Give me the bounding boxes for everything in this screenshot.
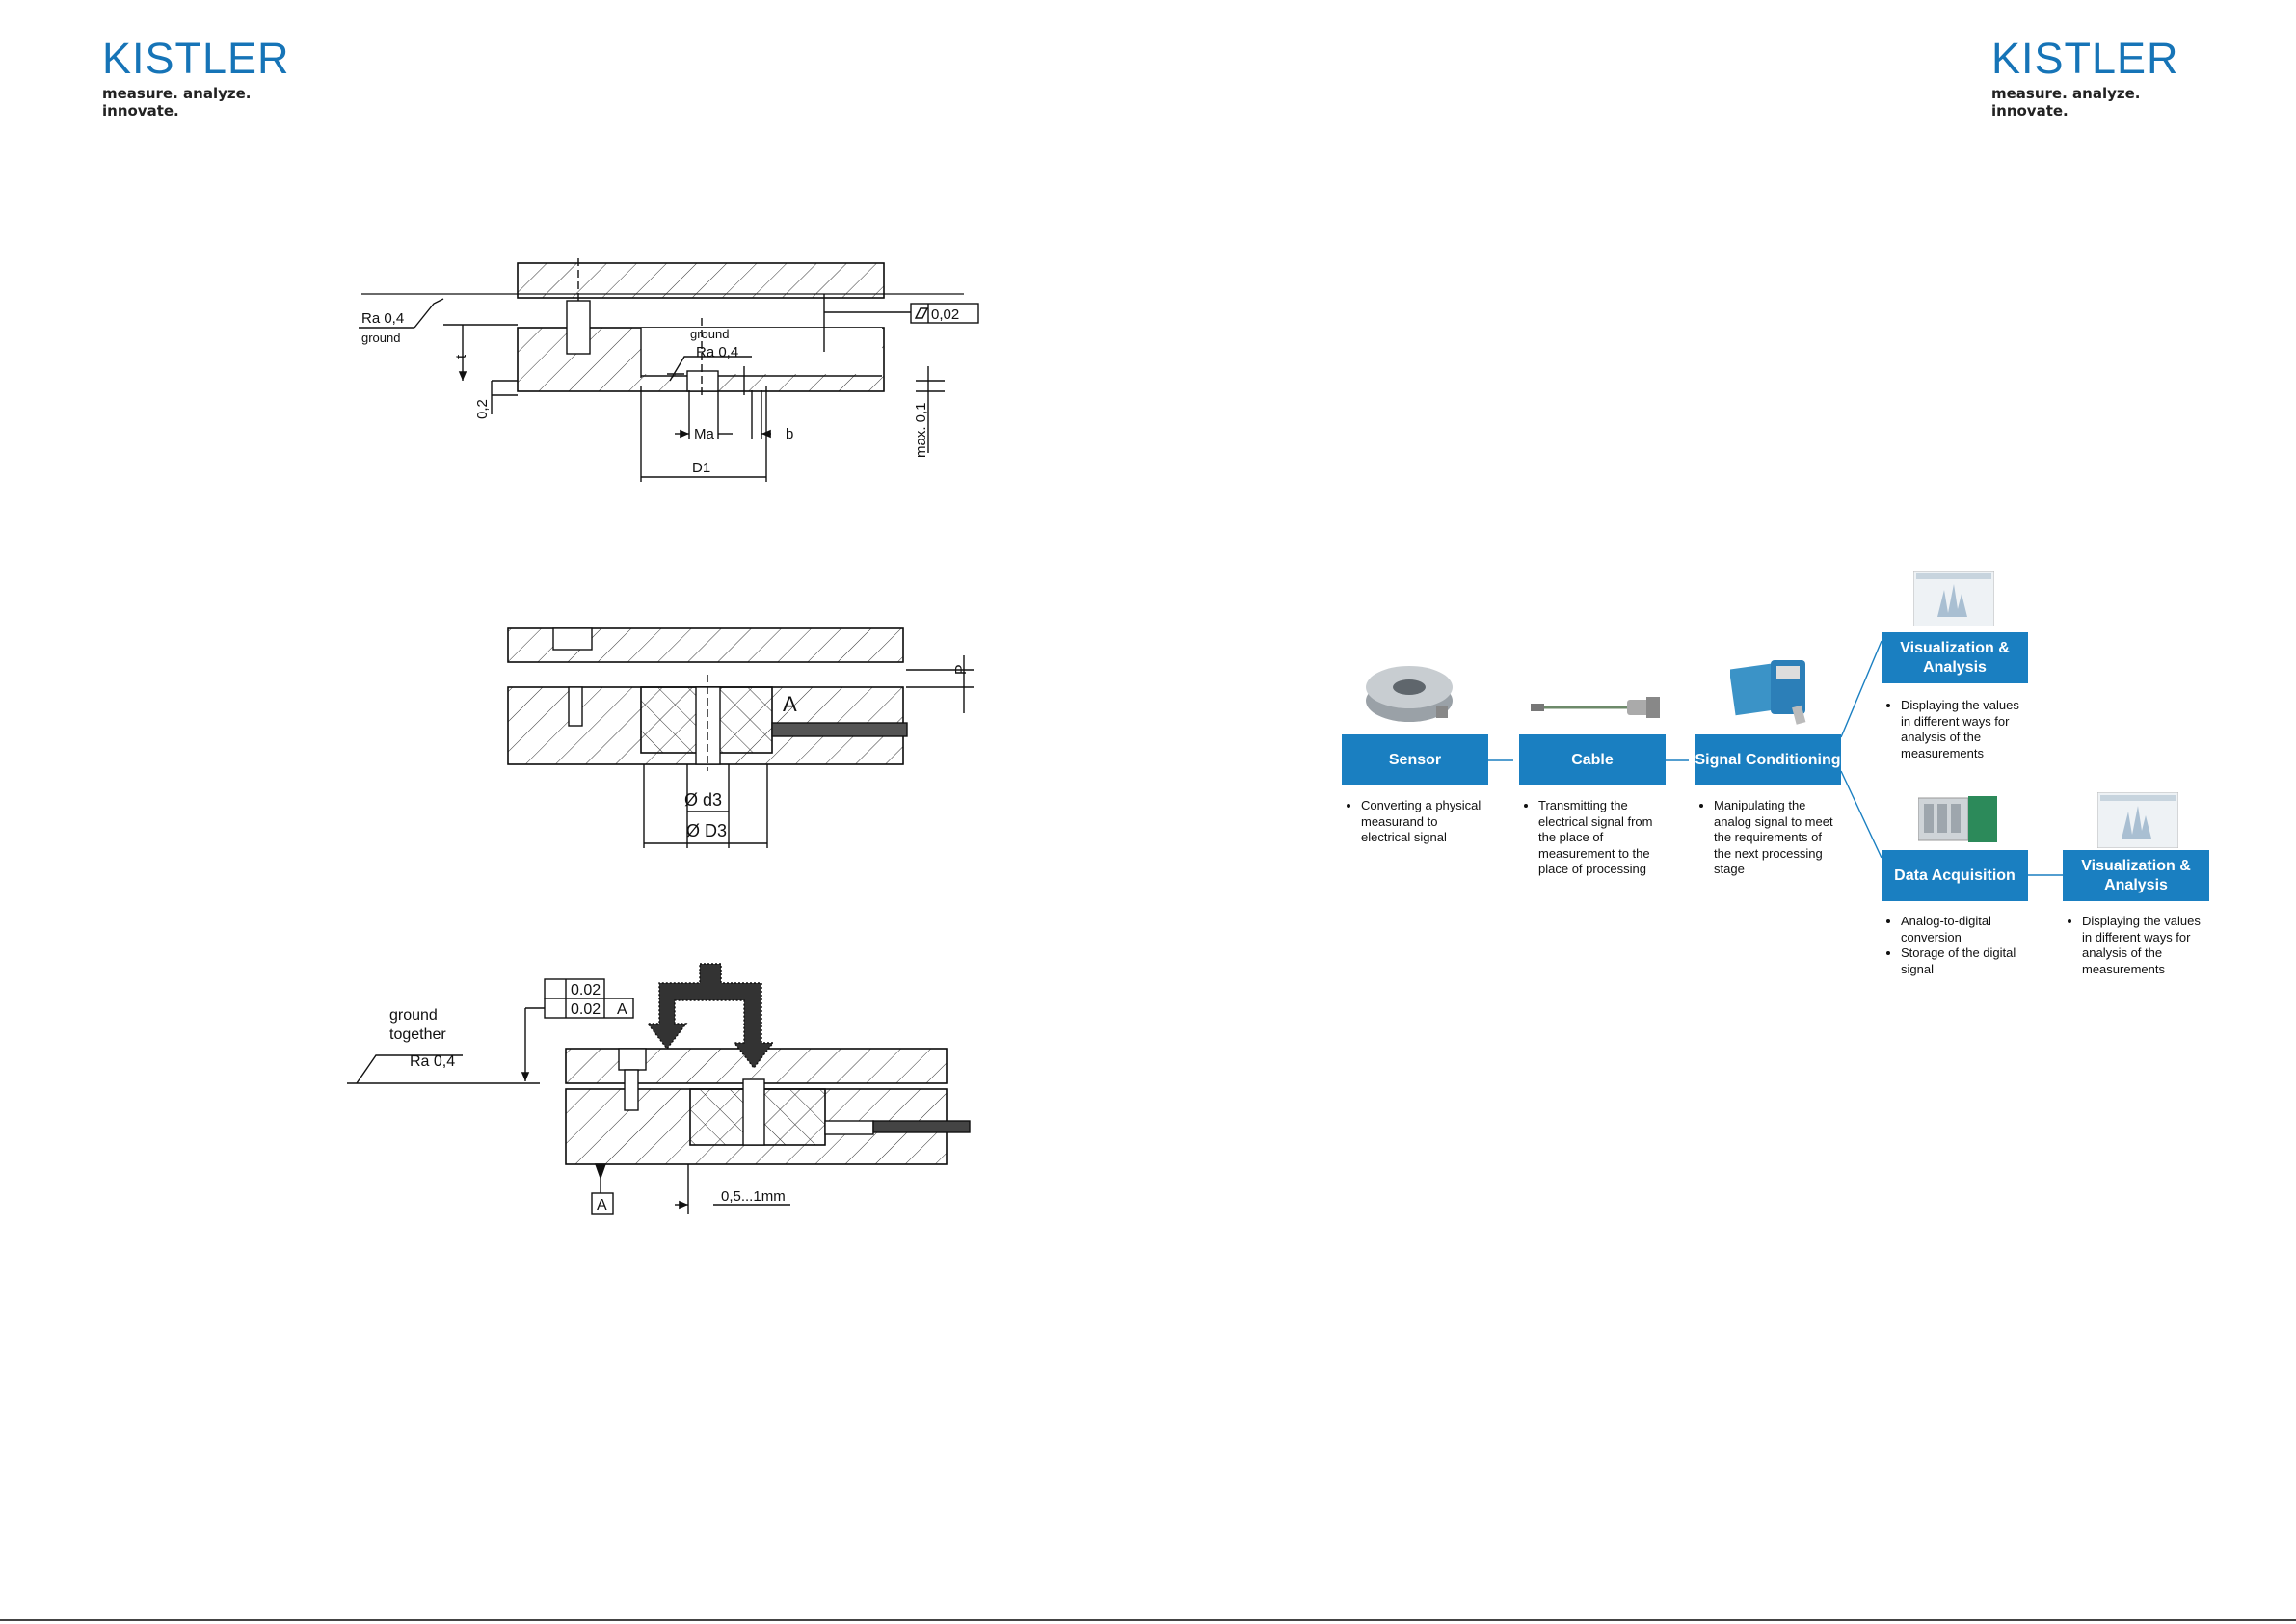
- drawing-2: [507, 627, 974, 848]
- datum-a-label: A: [783, 692, 797, 716]
- parallel-value: 0.02: [571, 1001, 601, 1018]
- kistler-logo-right: KISTLER measure. analyze. innovate.: [1991, 37, 2194, 120]
- ra-label: Ra 0,4: [410, 1053, 455, 1070]
- ground-label: ground: [389, 1007, 438, 1024]
- dim-ma: Ma: [694, 426, 714, 442]
- ra-label: Ra 0,4: [361, 310, 404, 327]
- cable-desc: Transmitting the electrical signal from …: [1519, 798, 1664, 878]
- daq-desc: Analog-to-digital conversion Storage of …: [1882, 914, 2026, 977]
- dim-max01: max. 0,1: [913, 402, 929, 458]
- visualization-bottom-desc: Displaying the values in different ways …: [2063, 914, 2207, 977]
- cable-box: Cable: [1519, 734, 1666, 785]
- daq-photo: [1917, 792, 1999, 844]
- signal-conditioning-box: Signal Conditioning: [1695, 734, 1841, 785]
- desc-item: Converting a physical measurand to elect…: [1361, 798, 1486, 846]
- visualization-top-desc: Displaying the values in different ways …: [1882, 698, 2026, 761]
- dim-p: P: [953, 664, 970, 675]
- logo-wordmark: KISTLER: [1991, 34, 2179, 83]
- inner-ra-label: Ra 0,4: [696, 344, 738, 360]
- screen-photo-bottom: [2096, 791, 2179, 849]
- technical-drawings: Ra 0,4 ground 0,02 ground Ra 0,4 t 0,2 m…: [347, 258, 979, 1215]
- drawing-1: [359, 258, 979, 482]
- dim-d3-small: Ø d3: [684, 790, 722, 810]
- drawing-1-labels: Ra 0,4 ground 0,02 ground Ra 0,4 t 0,2 m…: [361, 306, 959, 476]
- flatness-value: 0,02: [931, 306, 959, 323]
- logo-wordmark: KISTLER: [102, 34, 290, 83]
- parallel-datum: A: [617, 1001, 627, 1018]
- inner-ground-label: ground: [690, 327, 729, 341]
- dim-t: t: [453, 354, 469, 359]
- drawing-3: [347, 963, 971, 1215]
- flatness-value: 0.02: [571, 982, 601, 998]
- dim-d1: D1: [692, 460, 710, 476]
- sensor-desc: Converting a physical measurand to elect…: [1342, 798, 1486, 846]
- dim-02: 0,2: [474, 399, 491, 419]
- dim-b: b: [786, 426, 793, 442]
- signal-desc: Manipulating the analog signal to meet t…: [1695, 798, 1839, 878]
- ground-label: ground: [361, 331, 400, 345]
- cable-photo: [1531, 694, 1666, 723]
- logo-tagline: measure. analyze. innovate.: [102, 85, 252, 120]
- visualization-box-top: Visualization & Analysis: [1882, 632, 2028, 683]
- signal-conditioner-photo: [1728, 658, 1822, 726]
- datum-a-label: A: [597, 1197, 607, 1213]
- dim-d3-large: Ø D3: [686, 821, 727, 840]
- desc-item: Displaying the values in different ways …: [1901, 698, 2026, 761]
- logo-tagline: measure. analyze. innovate.: [1991, 85, 2141, 120]
- desc-item: Analog-to-digital conversion: [1901, 914, 2026, 945]
- together-label: together: [389, 1026, 446, 1043]
- gap-label: 0,5...1mm: [721, 1188, 786, 1205]
- sensor-box: Sensor: [1342, 734, 1488, 785]
- page-bottom-rule: [0, 1619, 2296, 1621]
- desc-item: Manipulating the analog signal to meet t…: [1714, 798, 1839, 878]
- drawing-2-labels: P A Ø d3 Ø D3: [684, 664, 970, 840]
- desc-item: Displaying the values in different ways …: [2082, 914, 2207, 977]
- visualization-box-bottom: Visualization & Analysis: [2063, 850, 2209, 901]
- screen-photo-top: [1912, 570, 1995, 627]
- desc-item: Transmitting the electrical signal from …: [1538, 798, 1664, 878]
- kistler-logo-left: KISTLER measure. analyze. innovate.: [102, 37, 305, 120]
- desc-item: Storage of the digital signal: [1901, 945, 2026, 977]
- drawing-3-labels: 0.02 0.02 A ground together Ra 0,4 A 0,5…: [389, 982, 786, 1213]
- data-acquisition-box: Data Acquisition: [1882, 850, 2028, 901]
- sensor-photo: [1361, 660, 1457, 728]
